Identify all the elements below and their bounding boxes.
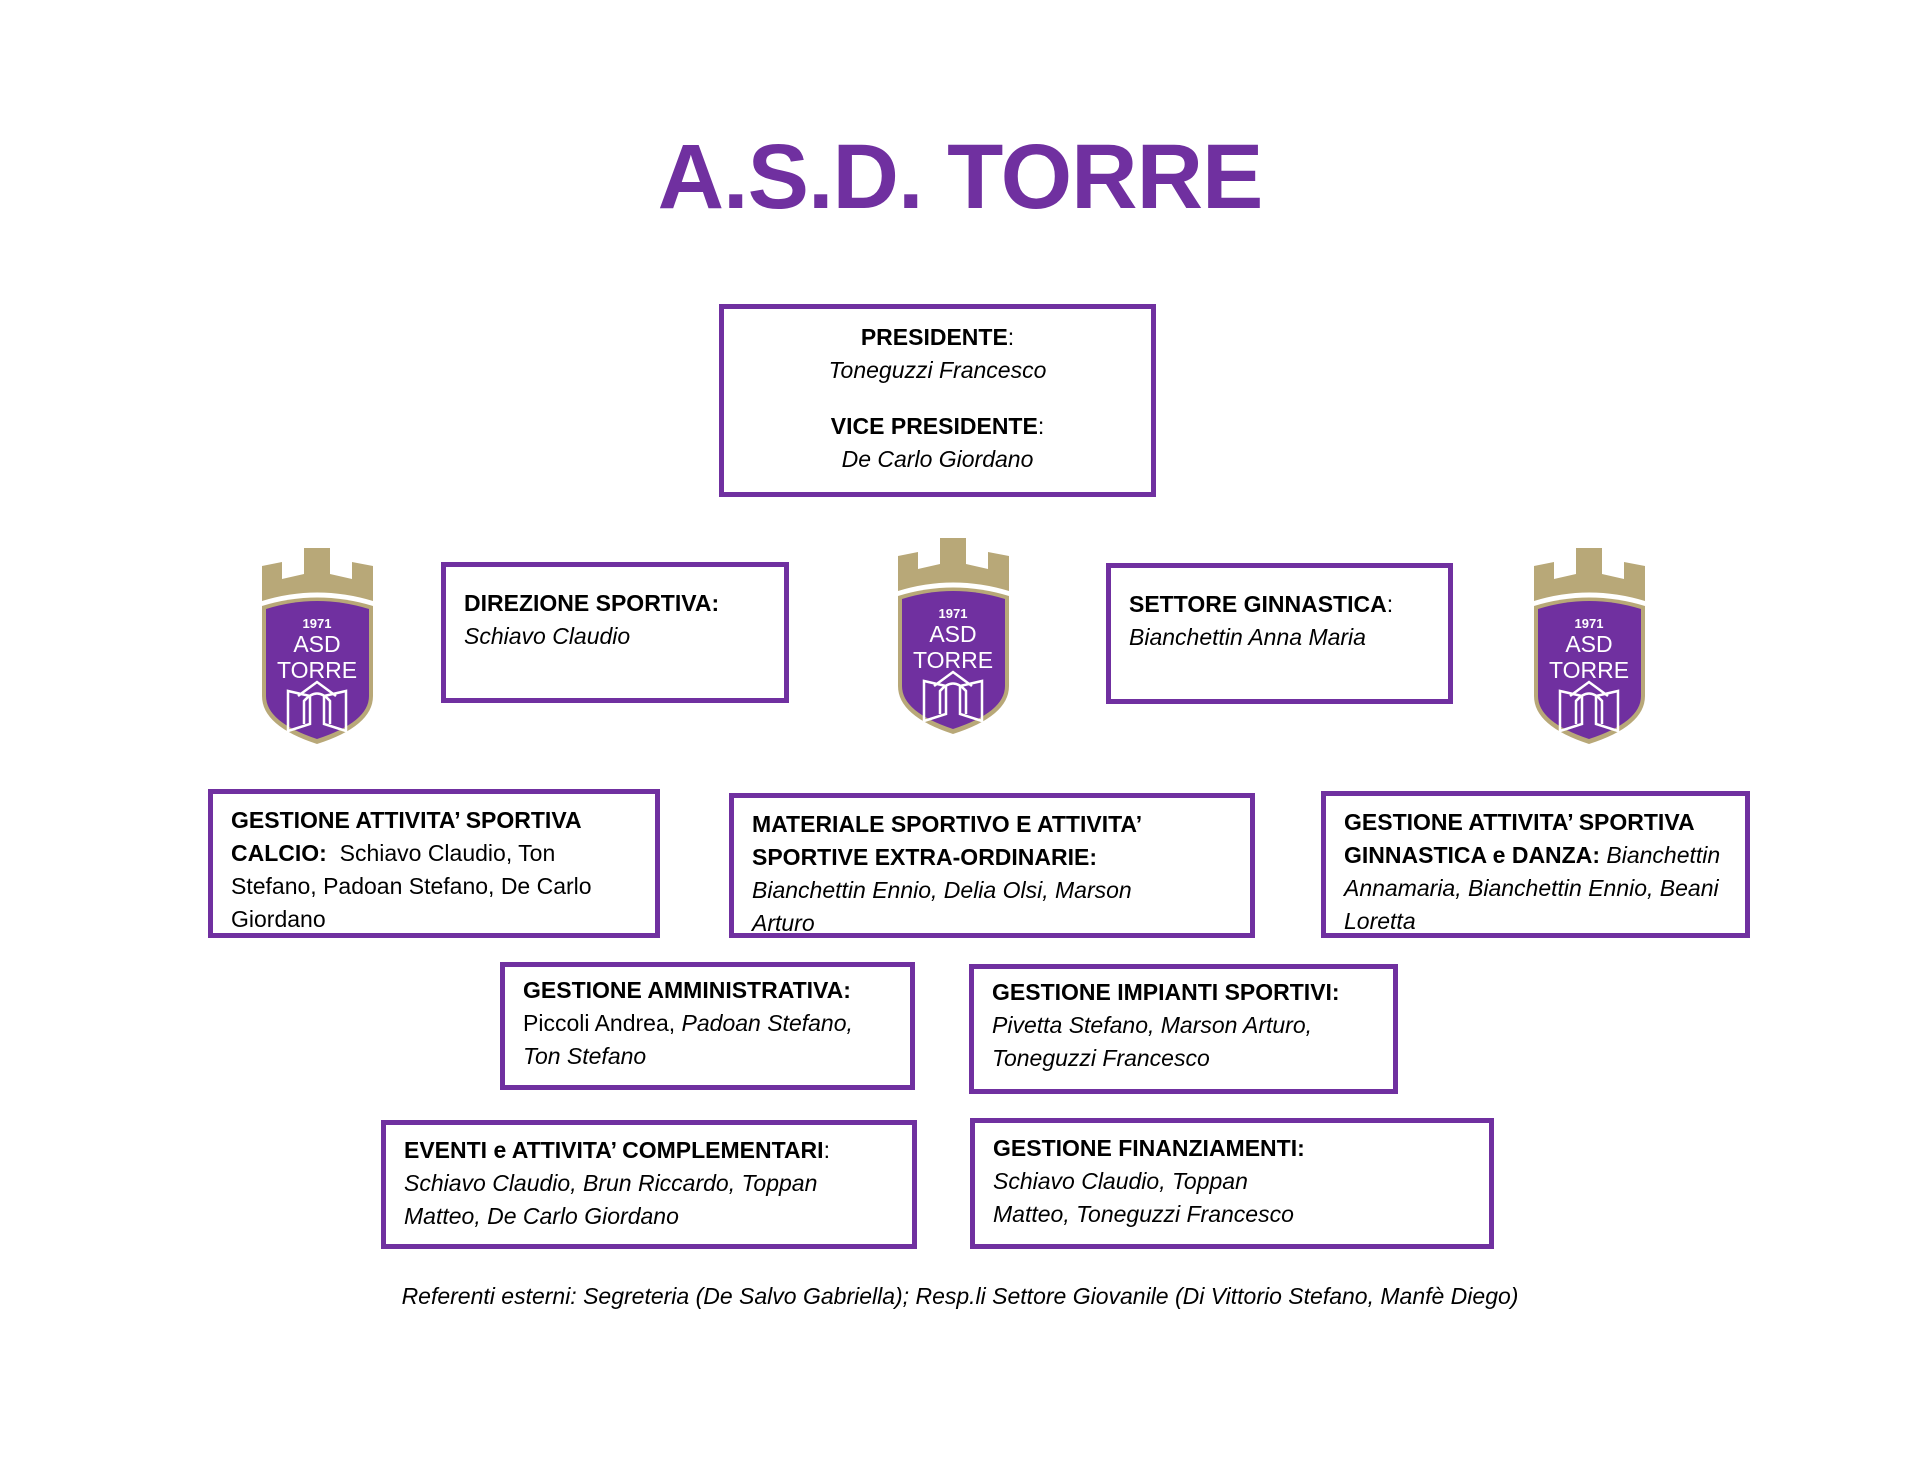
impianti-names: Pivetta Stefano, Marson Arturo, Toneguzz… — [992, 1012, 1313, 1071]
finanziamenti-label: GESTIONE FINANZIAMENTI: — [993, 1135, 1305, 1161]
president-label: PRESIDENTE — [860, 324, 1008, 350]
ginnastica-names: Bianchettin Annamaria, Bianchettin Ennio… — [1344, 842, 1721, 934]
eventi-label: EVENTI e ATTIVITA’ COMPLEMENTARI — [404, 1137, 824, 1163]
vice-president-name: De Carlo Giordano — [841, 446, 1034, 472]
ginnastica-label: GESTIONE ATTIVITA’ SPORTIVA GINNASTICA e… — [1344, 809, 1694, 868]
colon: : — [823, 1137, 830, 1163]
tower-battlements — [898, 538, 1009, 591]
club-logo-center: 1971 ASD TORRE — [898, 538, 1009, 734]
direzione-sportiva-box: DIREZIONE SPORTIVA: Schiavo Claudio — [441, 562, 789, 703]
calcio-label: GESTIONE ATTIVITA’ SPORTIVA CALCIO: — [231, 807, 581, 866]
amministrativa-name-plain: Piccoli Andrea, — [523, 1010, 676, 1036]
colon: : — [1037, 413, 1045, 439]
external-referents-note: Referenti esterni: Segreteria (De Salvo … — [401, 1283, 1519, 1309]
president-name: Toneguzzi Francesco — [828, 357, 1047, 383]
settore-ginnastica-box: SETTORE GINNASTICA: Bianchettin Anna Mar… — [1106, 563, 1453, 704]
materiale-box: MATERIALE SPORTIVO E ATTIVITA’ SPORTIVE … — [729, 793, 1255, 938]
club-logo-right: 1971 ASD TORRE — [1534, 548, 1645, 744]
colon: : — [1386, 591, 1394, 617]
finanziamenti-box: GESTIONE FINANZIAMENTI: Schiavo Claudio,… — [970, 1118, 1494, 1249]
calcio-box: GESTIONE ATTIVITA’ SPORTIVA CALCIO: Schi… — [208, 789, 660, 938]
direzione-names: Schiavo Claudio — [464, 623, 631, 649]
logo-torre: TORRE — [913, 647, 993, 673]
club-logo-left: 1971 ASD TORRE — [262, 548, 373, 744]
president-box: PRESIDENTE: Toneguzzi Francesco VICE PRE… — [719, 304, 1156, 497]
logo-year: 1971 — [939, 606, 968, 621]
logo-asd: ASD — [929, 621, 976, 647]
amministrativa-box: GESTIONE AMMINISTRATIVA: Piccoli Andrea,… — [500, 962, 915, 1090]
book-arch-icon — [1558, 680, 1620, 733]
eventi-names: Schiavo Claudio, Brun Riccardo, Toppan M… — [404, 1170, 818, 1229]
settore-names: Bianchettin Anna Maria — [1129, 624, 1366, 650]
logo-year: 1971 — [1575, 616, 1604, 631]
vice-president-label: VICE PRESIDENTE — [830, 413, 1038, 439]
amministrativa-label: GESTIONE AMMINISTRATIVA: — [523, 977, 851, 1003]
direzione-label: DIREZIONE SPORTIVA: — [464, 590, 720, 616]
impianti-label: GESTIONE IMPIANTI SPORTIVI: — [992, 979, 1340, 1005]
tower-battlements — [262, 548, 373, 601]
logo-torre: TORRE — [1549, 657, 1629, 683]
colon: : — [1007, 324, 1015, 350]
calcio-names: Schiavo Claudio, Ton Stefano, Padoan Ste… — [231, 840, 592, 932]
amministrativa-names: Padoan Stefano, Ton Stefano — [523, 1010, 853, 1069]
book-arch-icon — [922, 670, 984, 723]
ginnastica-danza-box: GESTIONE ATTIVITA’ SPORTIVA GINNASTICA e… — [1321, 791, 1750, 938]
impianti-box: GESTIONE IMPIANTI SPORTIVI: Pivetta Stef… — [969, 964, 1398, 1094]
tower-battlements — [1534, 548, 1645, 601]
page-title: A.S.D. TORRE — [657, 126, 1264, 228]
materiale-label: MATERIALE SPORTIVO E ATTIVITA’ SPORTIVE … — [752, 811, 1141, 870]
logo-year: 1971 — [303, 616, 332, 631]
logo-torre: TORRE — [277, 657, 357, 683]
book-arch-icon — [286, 680, 348, 733]
settore-label: SETTORE GINNASTICA — [1129, 591, 1387, 617]
logo-asd: ASD — [293, 631, 340, 657]
finanziamenti-names: Schiavo Claudio, Toppan Matteo, Toneguzz… — [993, 1168, 1294, 1227]
eventi-box: EVENTI e ATTIVITA’ COMPLEMENTARI: Schiav… — [381, 1120, 917, 1249]
materiale-names: Bianchettin Ennio, Delia Olsi, Marson Ar… — [752, 877, 1132, 936]
logo-asd: ASD — [1565, 631, 1612, 657]
